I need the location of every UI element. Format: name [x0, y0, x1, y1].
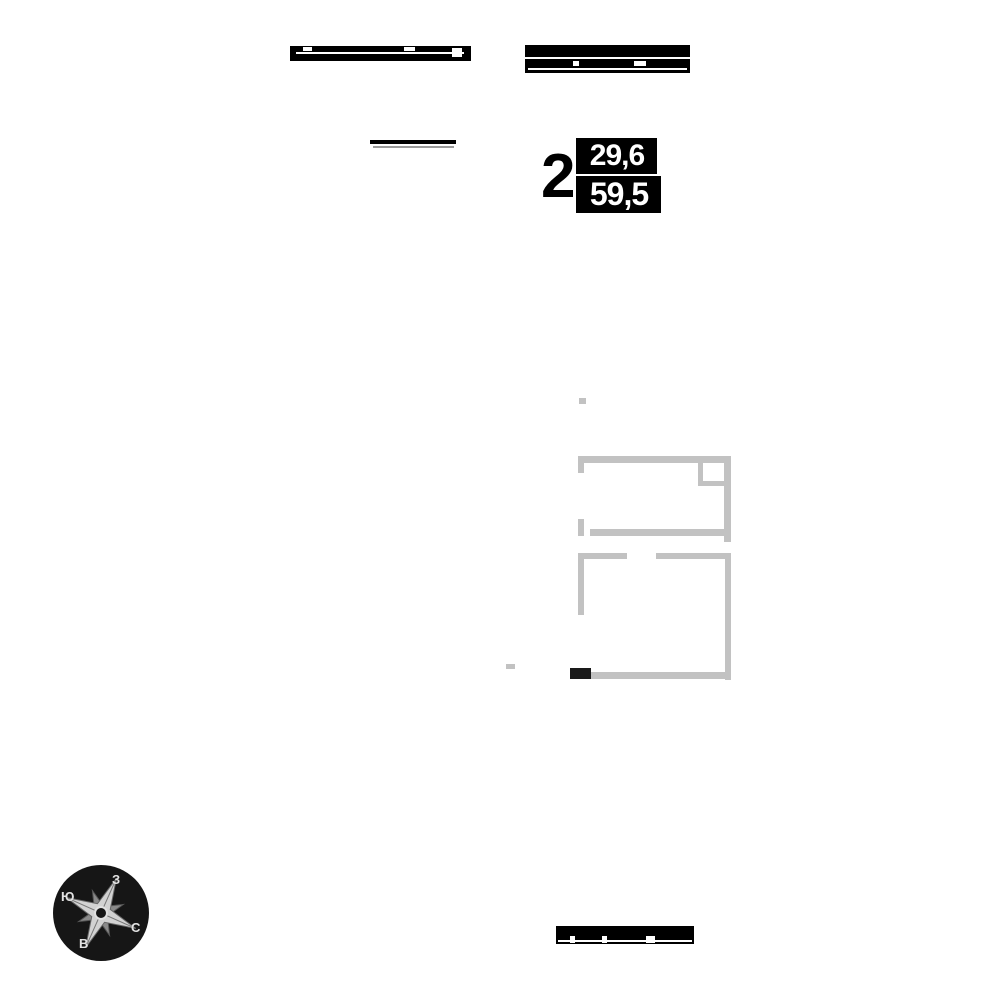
- apartment-label: 2 29,6 59,5: [541, 138, 662, 216]
- living-area-value: 29,6: [589, 139, 645, 172]
- compass-label-east: В: [79, 936, 89, 951]
- living-area-badge: 29,6: [576, 138, 658, 174]
- balcony-rail-line: [370, 140, 456, 148]
- compass-rose-graphic: [53, 865, 149, 961]
- apartment-rooms-count: 2: [541, 142, 576, 211]
- total-area-value: 59,5: [589, 176, 649, 212]
- compass-label-west: З: [112, 872, 121, 887]
- total-area-badge: 59,5: [576, 176, 662, 213]
- upper-room-walls: [578, 456, 731, 542]
- compass-label-north: С: [131, 920, 141, 935]
- compass-label-south: Ю: [61, 889, 75, 904]
- wall-tick-upper: [579, 398, 586, 404]
- top-left-wall: [290, 46, 471, 61]
- bottom-wall: [556, 926, 694, 944]
- lower-room-walls: [506, 553, 731, 680]
- top-right-wall: [525, 45, 690, 73]
- apartment-area-badges: 29,6 59,5: [576, 138, 662, 213]
- compass-rose-icon: Ю З С В: [52, 864, 150, 962]
